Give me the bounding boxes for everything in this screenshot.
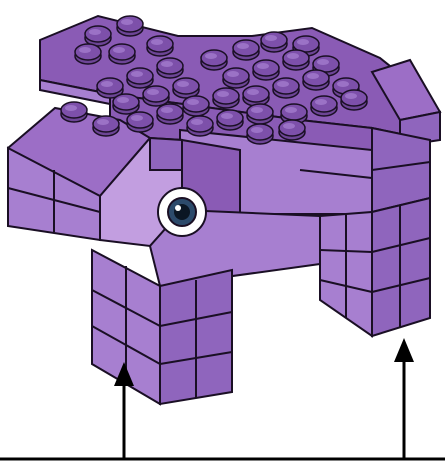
stud bbox=[279, 120, 305, 140]
stud bbox=[157, 58, 183, 78]
stud bbox=[341, 90, 367, 110]
stud bbox=[261, 32, 287, 52]
stud bbox=[247, 104, 273, 124]
back-leg bbox=[320, 198, 430, 336]
stud bbox=[109, 44, 135, 64]
stud bbox=[233, 40, 259, 60]
stud bbox=[253, 60, 279, 80]
stud bbox=[157, 104, 183, 124]
stud bbox=[117, 16, 143, 36]
stud bbox=[303, 70, 329, 90]
stud bbox=[201, 50, 227, 70]
stud bbox=[283, 50, 309, 70]
stud bbox=[223, 68, 249, 88]
stud bbox=[143, 86, 169, 106]
stud bbox=[213, 88, 239, 108]
stud bbox=[173, 78, 199, 98]
stud bbox=[243, 86, 269, 106]
stud bbox=[127, 112, 153, 132]
stud bbox=[217, 110, 243, 130]
stud bbox=[93, 116, 119, 136]
stud bbox=[183, 96, 209, 116]
stud bbox=[75, 44, 101, 64]
arrow-up-icon bbox=[394, 338, 414, 362]
stud bbox=[273, 78, 299, 98]
stud bbox=[147, 36, 173, 56]
stud bbox=[187, 116, 213, 136]
stud bbox=[61, 102, 87, 122]
stud bbox=[247, 124, 273, 144]
stud bbox=[85, 26, 111, 46]
stud bbox=[127, 68, 153, 88]
eye-icon bbox=[158, 188, 206, 236]
stud bbox=[311, 96, 337, 116]
stud bbox=[113, 94, 139, 114]
